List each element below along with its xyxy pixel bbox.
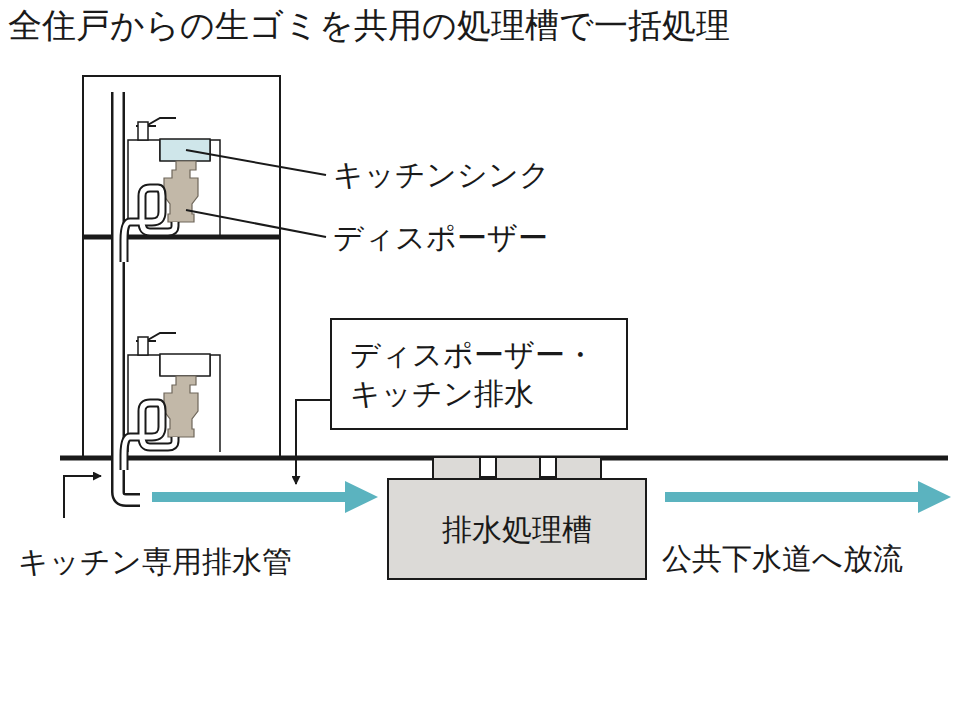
leader-line — [64, 150, 330, 518]
part-label: 公共下水道へ放流 — [662, 541, 903, 577]
callout-box: ディスポーザー・ キッチン排水 — [330, 318, 628, 430]
part-label: キッチンシンク — [333, 157, 550, 193]
tank-box: 排水処理槽 — [387, 478, 647, 580]
title: 全住戸からの生ゴミを共用の処理槽で一括処理 — [8, 6, 730, 47]
part-label: キッチン専用排水管 — [18, 544, 292, 580]
node-text: 排水処理槽 — [442, 510, 592, 549]
drain-pipe — [118, 92, 175, 500]
node-text: ディスポーザー・ キッチン排水 — [350, 335, 608, 413]
tank-top — [433, 457, 601, 480]
part-label: ディスポーザー — [333, 220, 548, 256]
